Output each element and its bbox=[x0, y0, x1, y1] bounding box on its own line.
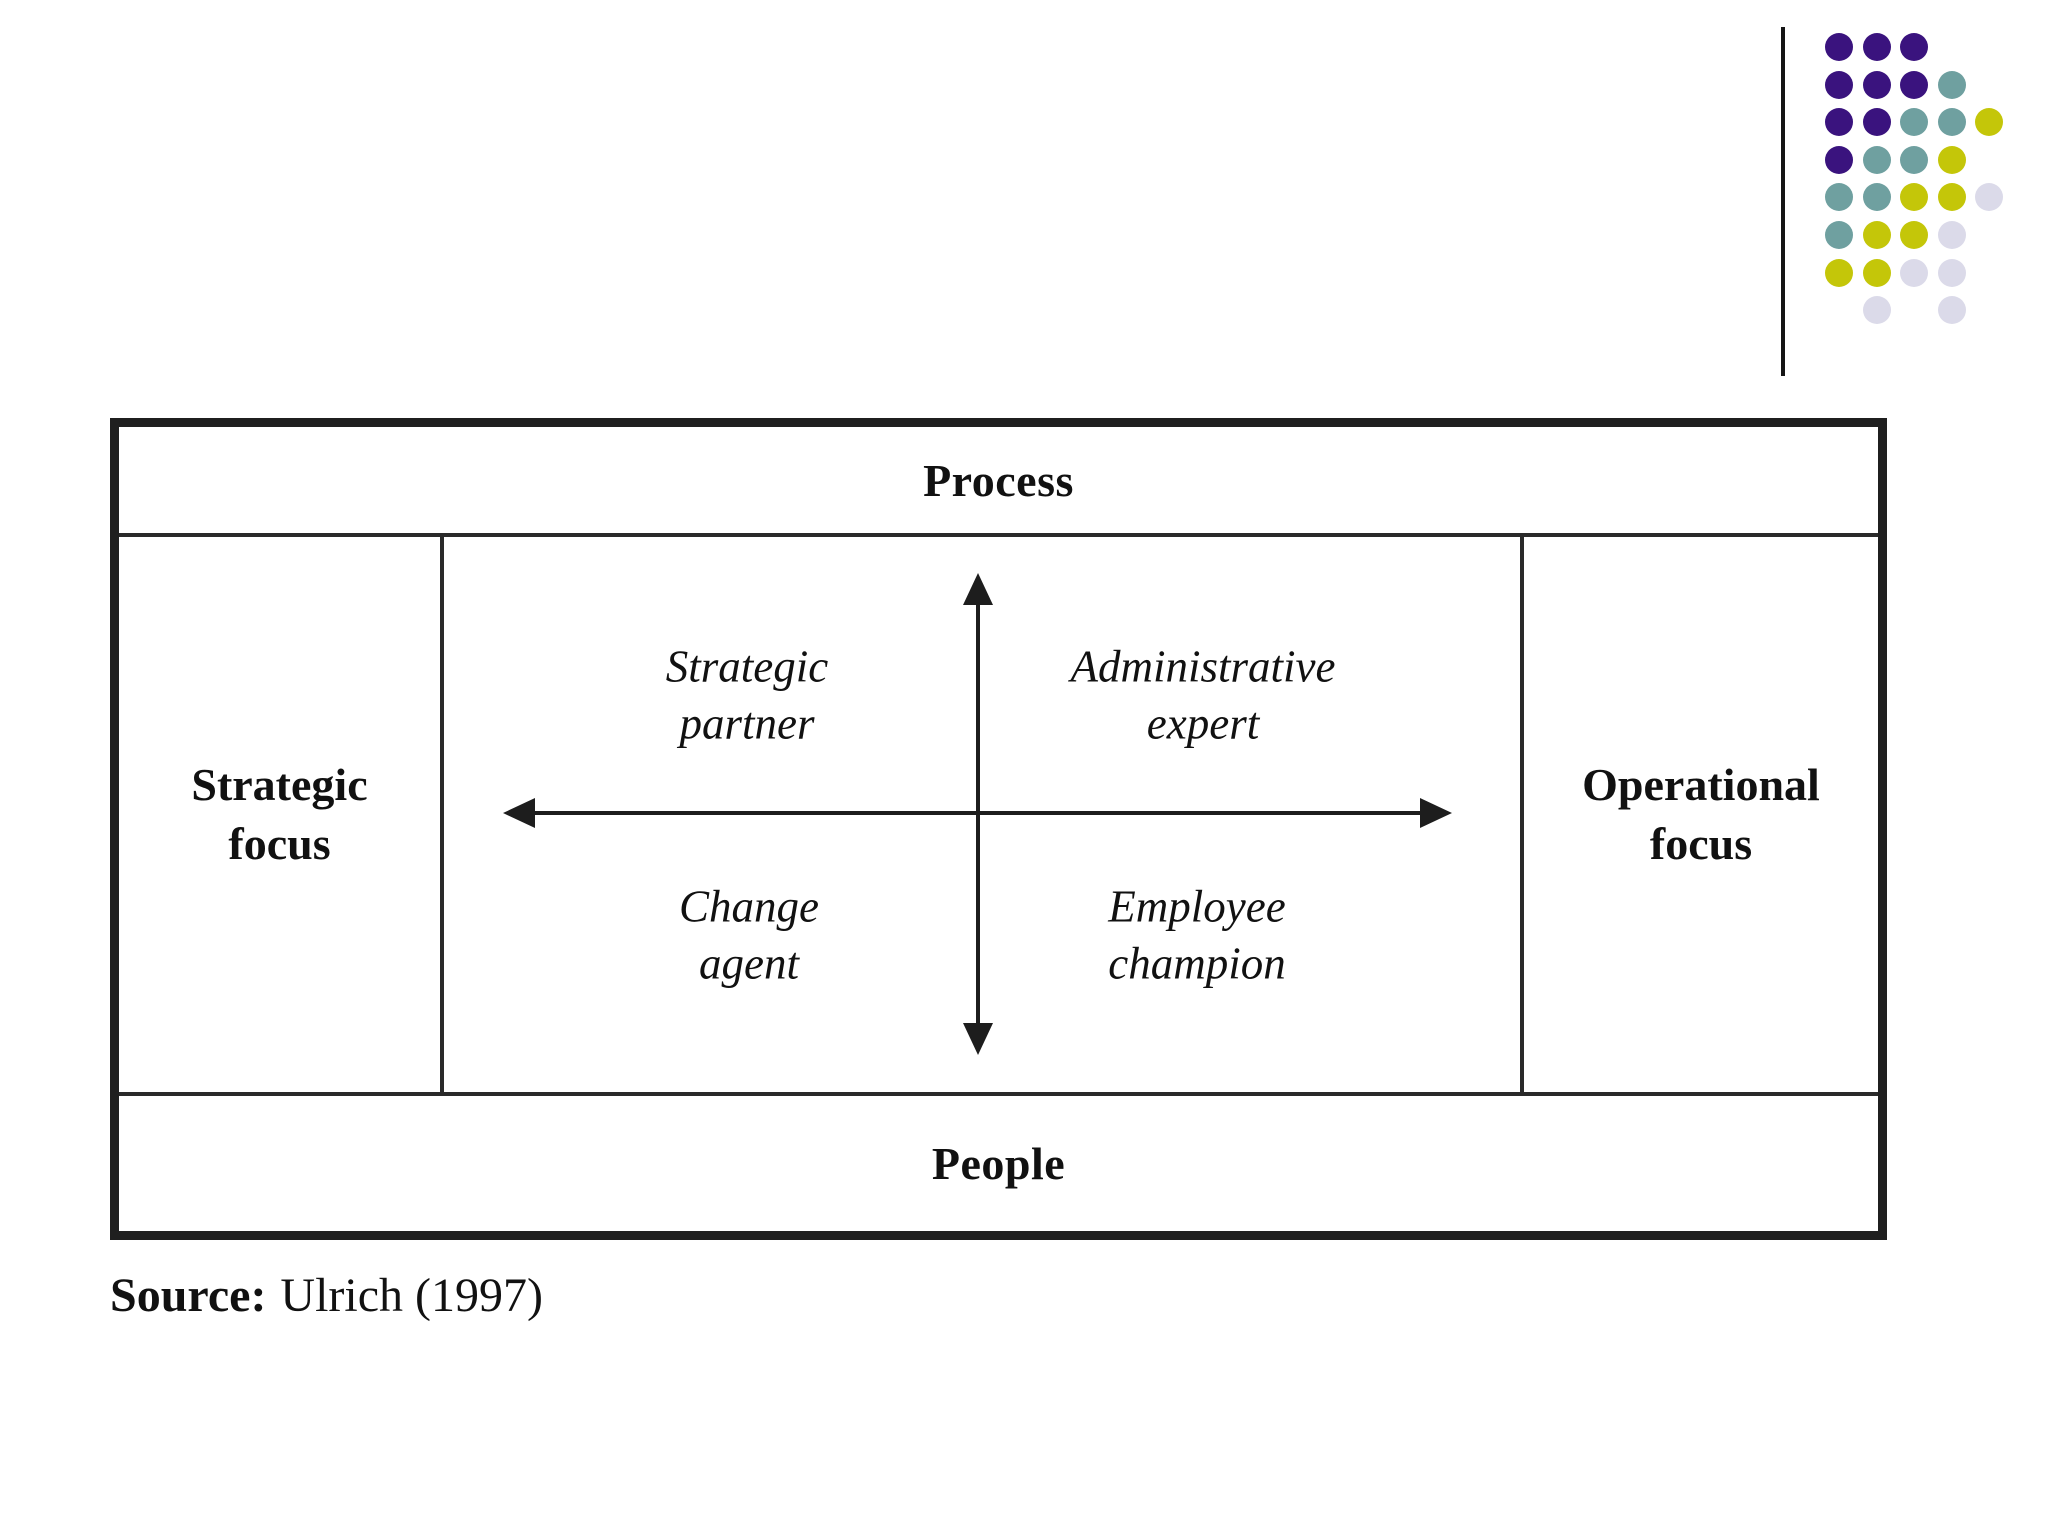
people-label: People bbox=[931, 1138, 1066, 1189]
matrix-middle-row: Strategic focus Strategic partner Admini… bbox=[119, 537, 1878, 1092]
people-footer-cell: People bbox=[119, 1092, 1878, 1231]
decorative-dot bbox=[1937, 145, 1966, 174]
decorative-dot bbox=[1937, 296, 1966, 325]
decorative-dot bbox=[1900, 145, 1929, 174]
employee-champion-label: Employee champion bbox=[1108, 881, 1286, 988]
decorative-dot bbox=[1975, 108, 2004, 137]
decorative-dot bbox=[1862, 145, 1891, 174]
decorative-dot bbox=[1900, 221, 1929, 249]
administrative-expert-label: Administrative expert bbox=[1070, 641, 1336, 748]
decorative-dot bbox=[1825, 183, 1853, 212]
decorative-dot bbox=[1862, 183, 1891, 212]
source-caption-text: Ulrich (1997) bbox=[280, 1269, 544, 1322]
decorative-dot bbox=[1937, 183, 1966, 212]
source-caption: Source:Ulrich (1997) bbox=[110, 1268, 543, 1323]
decorative-dot bbox=[1900, 183, 1929, 212]
change-agent-label: Change agent bbox=[679, 881, 819, 988]
process-label: Process bbox=[923, 454, 1074, 506]
decorative-dot bbox=[1937, 108, 1966, 137]
process-header-cell: Process bbox=[119, 427, 1878, 537]
strategic-focus-label: Strategic focus bbox=[191, 758, 368, 869]
decorative-dot bbox=[1862, 258, 1891, 287]
decorative-dot bbox=[1825, 33, 1853, 61]
quadrant-area: Strategic partner Administrative expert … bbox=[444, 537, 1520, 1092]
horizontal-axis-line bbox=[534, 811, 1430, 815]
decorative-dot bbox=[1900, 33, 1929, 61]
strategic-focus-cell: Strategic focus bbox=[119, 537, 444, 1092]
decorative-dot bbox=[1825, 145, 1853, 174]
decorative-dot bbox=[1825, 70, 1853, 99]
operational-focus-label: Operational focus bbox=[1582, 758, 1820, 869]
decorative-dot bbox=[1937, 258, 1966, 287]
decorative-dot bbox=[1900, 70, 1929, 99]
decorative-dot bbox=[1900, 258, 1929, 287]
strategic-partner-label: Strategic partner bbox=[665, 641, 829, 748]
decorative-dot bbox=[1825, 108, 1853, 137]
decorative-dot bbox=[1975, 183, 2004, 212]
decorative-dot bbox=[1937, 70, 1966, 99]
decorative-dot bbox=[1825, 258, 1853, 287]
arrow-left-icon bbox=[503, 798, 535, 828]
decorative-dot bbox=[1862, 70, 1891, 99]
dot-pattern bbox=[1825, 33, 2025, 333]
decorative-dot bbox=[1862, 296, 1891, 325]
arrow-right-icon bbox=[1420, 798, 1452, 828]
arrow-down-icon bbox=[963, 1023, 993, 1055]
operational-focus-cell: Operational focus bbox=[1520, 537, 1878, 1092]
hr-roles-matrix: Process Strategic focus Strategic partne… bbox=[110, 418, 1887, 1240]
decorative-dot bbox=[1900, 108, 1929, 137]
decorative-dot bbox=[1862, 108, 1891, 137]
decorative-dot bbox=[1825, 221, 1853, 249]
decorative-dot bbox=[1937, 221, 1966, 249]
decorative-vertical-rule bbox=[1781, 27, 1785, 376]
decorative-dot bbox=[1862, 221, 1891, 249]
source-caption-label: Source: bbox=[110, 1269, 267, 1322]
arrow-up-icon bbox=[963, 573, 993, 605]
decorative-dot bbox=[1862, 33, 1891, 61]
